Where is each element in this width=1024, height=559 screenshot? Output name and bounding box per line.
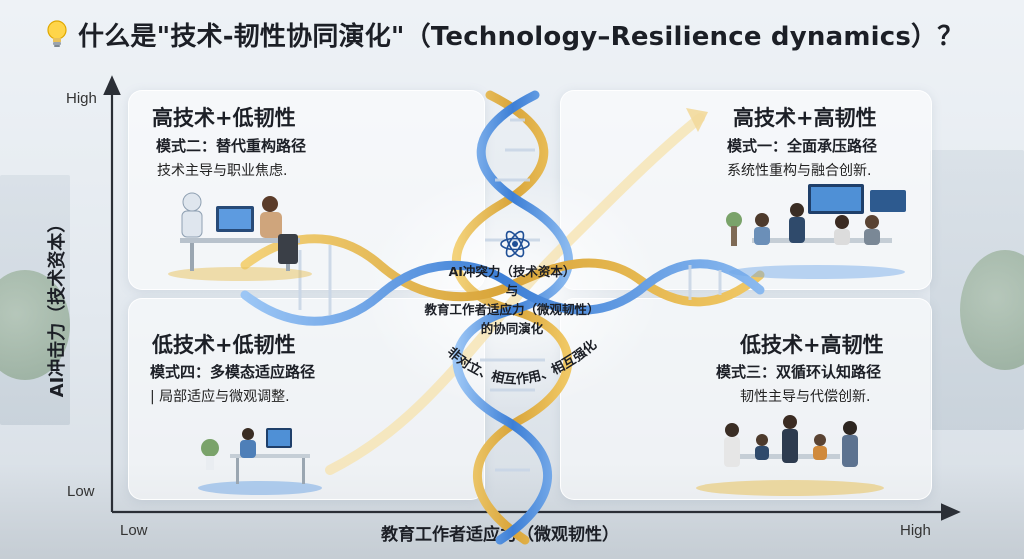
bottom-right-heading: 低技术+高韧性 <box>740 333 884 357</box>
robot-and-worried-worker-illustration <box>168 192 312 281</box>
x-axis-low-label: Low <box>120 522 148 539</box>
page-title: 什么是"技术-韧性协同演化"（Technology–Resilience dyn… <box>44 14 963 54</box>
page-title-text: 什么是"技术-韧性协同演化"（Technology–Resilience dyn… <box>78 21 964 52</box>
y-axis-high-label: High <box>66 90 97 107</box>
top-left-description: 技术主导与职业焦虑. <box>157 163 288 179</box>
lightbulb-icon <box>44 19 70 49</box>
x-axis-high-label: High <box>900 522 931 539</box>
background-tree-left <box>0 270 70 380</box>
center-label-line4: 的协同演化 <box>480 321 544 336</box>
top-right-description: 系统性重构与融合创新. <box>727 163 872 179</box>
collaborative-team-illustration <box>726 184 906 279</box>
growth-swoosh-arrowhead <box>686 108 708 132</box>
y-axis-low-label: Low <box>67 483 95 500</box>
top-right-mode: 模式一：全面承压路径 <box>727 137 878 155</box>
center-label-line1: AI冲突力（技术资本） <box>448 264 576 279</box>
bottom-right-mode: 模式三：双循环认知路径 <box>716 363 882 381</box>
top-left-mode: 模式二：替代重构路径 <box>156 137 307 155</box>
bottom-right-description: 韧性主导与代偿创新. <box>740 389 871 405</box>
solo-worker-desk-illustration <box>198 428 322 495</box>
group-discussion-illustration <box>696 415 884 496</box>
vertical-helix-strand-blue <box>452 90 573 545</box>
background-tree-right <box>960 250 1024 370</box>
horizontal-helix-strand-blue <box>240 259 765 326</box>
top-right-heading: 高技术+高韧性 <box>733 106 877 130</box>
center-label-line3: 教育工作者适应力（微观韧性） <box>424 302 600 317</box>
atom-icon <box>500 230 530 258</box>
top-left-heading: 高技术+低韧性 <box>152 106 296 130</box>
center-label: AI冲突力（技术资本） 与 教育工作者适应力（微观韧性） 的协同演化 <box>412 262 612 338</box>
center-label-line2: 与 <box>505 283 519 298</box>
bottom-left-description: | 局部适应与微观调整. <box>150 389 290 405</box>
bottom-left-heading: 低技术+低韧性 <box>152 333 296 357</box>
bottom-left-mode: 模式四：多模态适应路径 <box>150 363 316 381</box>
